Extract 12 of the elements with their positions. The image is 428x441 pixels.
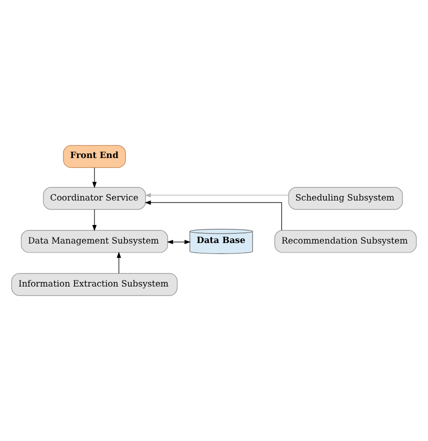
node-box: Scheduling Subsystem	[288, 187, 403, 210]
node-box: Information Extraction Subsystem	[11, 273, 178, 296]
arrow	[92, 209, 97, 232]
node-box: Coordinator Service	[43, 187, 146, 210]
node-box: Front End	[63, 145, 126, 168]
node-box: Recommendation Subsystem	[274, 230, 417, 253]
node-box: Data Management Subsystem	[20, 230, 168, 253]
arrow	[92, 167, 97, 188]
arrow	[144, 193, 289, 198]
arrow	[166, 240, 191, 244]
arrow	[144, 200, 282, 230]
arrow	[116, 252, 122, 274]
